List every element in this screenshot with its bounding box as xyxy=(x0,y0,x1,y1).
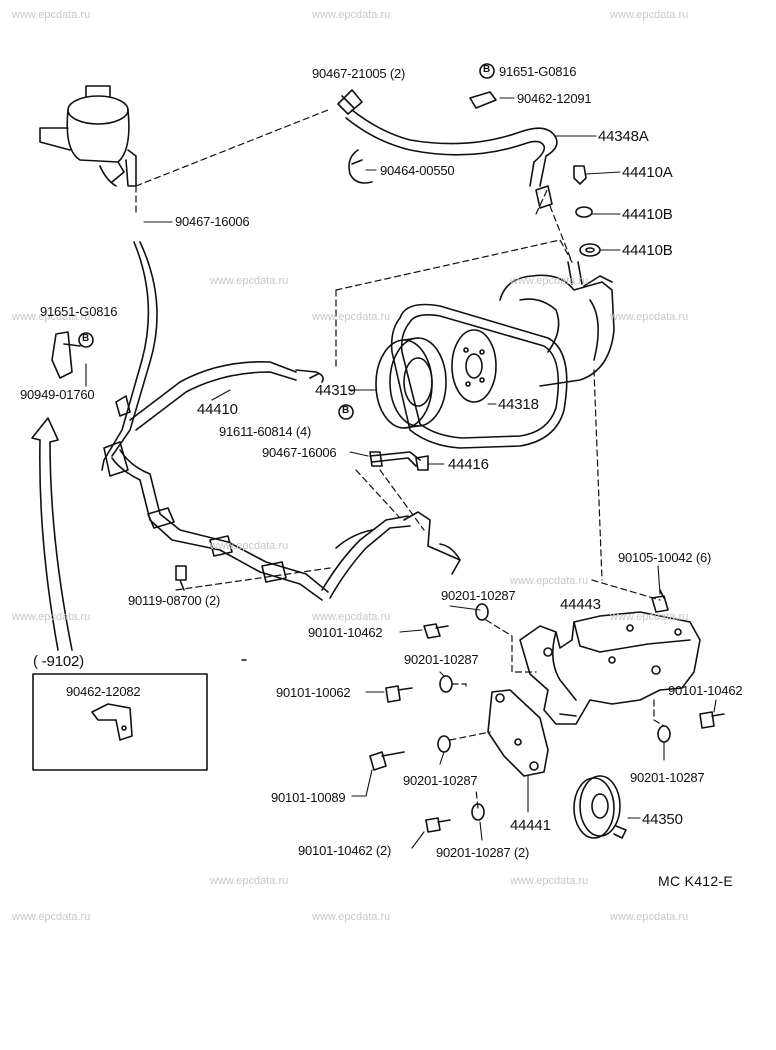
label-90467-16006-mid: 90467-16006 xyxy=(262,445,337,460)
label-91651-g0816-left: 91651-G0816 xyxy=(40,304,118,319)
bolts xyxy=(176,566,724,832)
watermark: www.epcdata.ru xyxy=(312,911,391,923)
direction-arrow xyxy=(32,418,72,650)
callout-b-left: B xyxy=(82,333,90,344)
callout-b-top: B xyxy=(483,64,491,75)
label-90467-16006-top: 90467-16006 xyxy=(175,214,250,229)
watermark: www.epcdata.ru xyxy=(210,875,289,887)
label-90101-10062: 90101-10062 xyxy=(276,685,351,700)
label-90101-10462-b: 90101-10462 xyxy=(668,683,743,698)
watermark: www.epcdata.ru xyxy=(312,611,391,623)
plate-44441 xyxy=(488,690,548,776)
watermark: www.epcdata.ru xyxy=(12,911,91,923)
watermark: www.epcdata.ru xyxy=(312,9,391,21)
watermark: www.epcdata.ru xyxy=(510,875,589,887)
label-44416: 44416 xyxy=(448,456,489,473)
label-44319: 44319 xyxy=(315,382,356,399)
label-90101-10462-a: 90101-10462 xyxy=(308,625,383,640)
hose-44348a xyxy=(338,90,557,208)
label-90101-10462-c: 90101-10462 (2) xyxy=(298,843,392,858)
label-91651-g0816-top: 91651-G0816 xyxy=(499,64,577,79)
callout-b-mid: B xyxy=(342,405,350,416)
label-44443: 44443 xyxy=(560,596,601,613)
watermark: www.epcdata.ru xyxy=(610,9,689,21)
clamp-90464-00550 xyxy=(349,150,372,183)
label-44318: 44318 xyxy=(498,396,539,413)
figure-reference-code: MC K412-E xyxy=(658,873,734,889)
pressure-hose-44410 xyxy=(102,242,410,600)
watermark: www.epcdata.ru xyxy=(510,275,589,287)
reservoir-tank xyxy=(40,86,136,186)
power-steering-pump xyxy=(500,275,614,386)
label-90467-21005: 90467-21005 (2) xyxy=(312,66,406,81)
pulley-44319 xyxy=(376,338,446,428)
hub-44318 xyxy=(452,330,496,402)
watermark: www.epcdata.ru xyxy=(610,611,689,623)
label-90105-10042: 90105-10042 (6) xyxy=(618,550,712,565)
watermark: www.epcdata.ru xyxy=(12,311,91,323)
label-44410b-2: 44410B xyxy=(622,242,673,259)
label-90201-10287-c: 90201-10287 xyxy=(630,770,705,785)
idler-pulley-44350 xyxy=(574,776,626,838)
label-90201-10287-e: 90201-10287 (2) xyxy=(436,845,530,860)
label-90101-10089: 90101-10089 xyxy=(271,790,346,805)
watermark: www.epcdata.ru xyxy=(610,311,689,323)
label-90464-00550: 90464-00550 xyxy=(380,163,455,178)
label-90949-01760: 90949-01760 xyxy=(20,387,95,402)
gear-housing xyxy=(404,512,460,574)
watermark: www.epcdata.ru xyxy=(510,575,589,587)
watermark: www.epcdata.ru xyxy=(312,311,391,323)
label-44350: 44350 xyxy=(642,811,683,828)
drive-belt xyxy=(392,305,567,449)
label-91611-60814: 91611-60814 (4) xyxy=(219,424,312,439)
label-90462-12082: 90462-12082 xyxy=(66,684,141,699)
label-90462-12091: 90462-12091 xyxy=(517,91,592,106)
label-90201-10287-a: 90201-10287 xyxy=(441,588,516,603)
label-90201-10287-d: 90201-10287 xyxy=(403,773,478,788)
watermark: www.epcdata.ru xyxy=(210,275,289,287)
label-44410b-1: 44410B xyxy=(622,206,673,223)
label-90119-08700: 90119-08700 (2) xyxy=(128,593,221,608)
label-44410a: 44410A xyxy=(622,164,673,181)
guide-lines xyxy=(136,110,664,808)
fittings-44410 xyxy=(568,166,600,284)
label-44410: 44410 xyxy=(197,401,238,418)
label-44441: 44441 xyxy=(510,817,551,834)
leader-lines xyxy=(86,98,716,848)
watermark: www.epcdata.ru xyxy=(12,611,91,623)
clip-90949-01760 xyxy=(52,332,80,378)
watermark: www.epcdata.ru xyxy=(210,540,289,552)
callout-b-marks xyxy=(79,64,494,419)
label-44348a: 44348A xyxy=(598,128,649,145)
inset-range: ( -9102) xyxy=(33,653,84,670)
inset-box xyxy=(33,674,207,770)
watermark: www.epcdata.ru xyxy=(12,9,91,21)
watermark: www.epcdata.ru xyxy=(610,911,689,923)
label-90201-10287-b: 90201-10287 xyxy=(404,652,479,667)
bracket-44443 xyxy=(520,612,700,724)
line-44416 xyxy=(370,452,428,470)
